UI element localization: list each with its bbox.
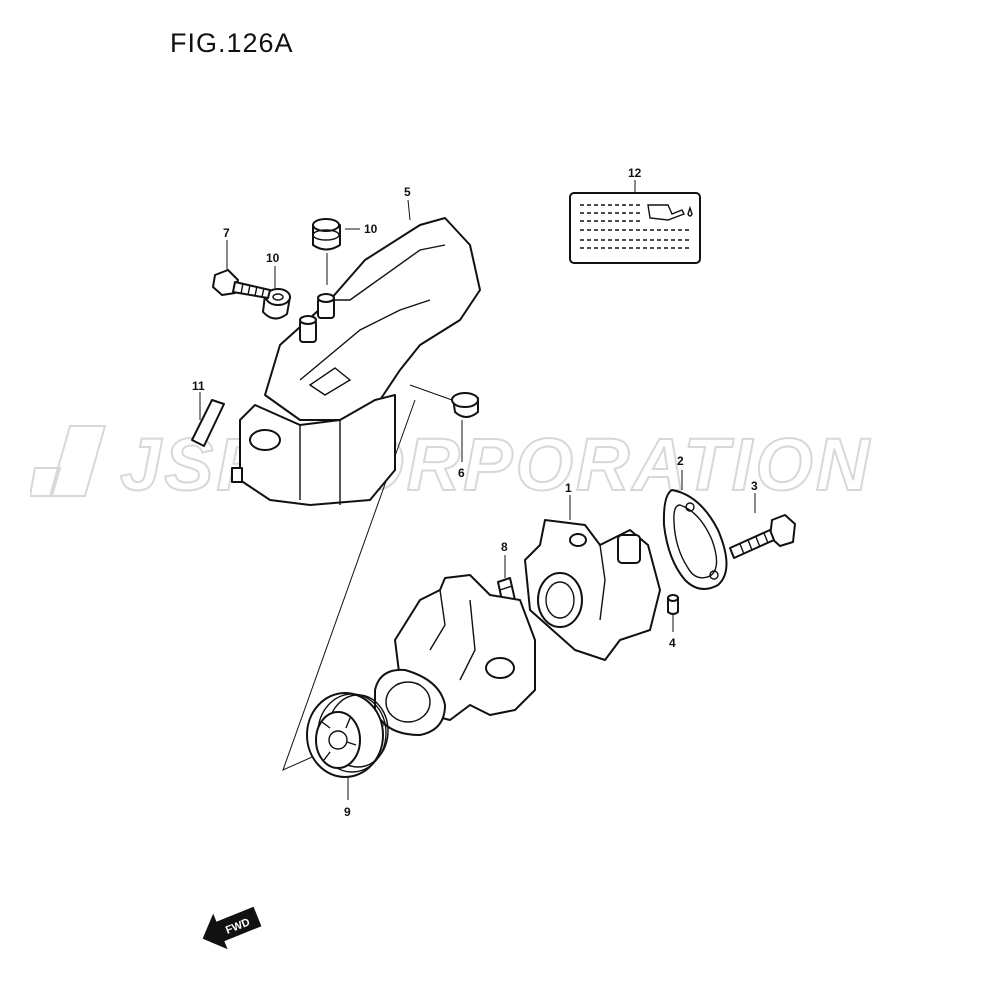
grommet-upper [312, 218, 341, 251]
callout-10-upper: 10 [364, 222, 378, 236]
callout-9: 9 [344, 805, 351, 819]
callout-12: 12 [628, 166, 642, 180]
leader-6 [409, 384, 453, 401]
callout-8: 8 [501, 540, 508, 554]
callout-1: 1 [565, 481, 572, 495]
fwd-arrow-icon: FWD [202, 906, 262, 950]
dowel-pin-4 [667, 594, 679, 615]
grommet-lower [262, 288, 291, 320]
figure-title: FIG.126A [170, 28, 294, 58]
callout-7: 7 [223, 226, 230, 240]
caution-label-12 [569, 192, 701, 264]
callout-4: 4 [669, 636, 676, 650]
callout-2: 2 [677, 454, 684, 468]
bolt-part-3 [729, 514, 796, 559]
gasket-part-2 [662, 489, 728, 590]
cap-part-6 [451, 392, 479, 418]
reservoir-tank [231, 217, 481, 506]
callout-6: 6 [458, 466, 465, 480]
housing-part-1 [524, 519, 661, 661]
pulley-part-9 [306, 692, 389, 778]
water-pump-body [374, 574, 536, 736]
callout-11: 11 [192, 379, 205, 393]
label-plate-11 [191, 399, 225, 447]
callout-3: 3 [751, 479, 758, 493]
callout-10-lower: 10 [266, 251, 280, 265]
bolt-part-7 [212, 269, 271, 299]
leader-5 [407, 199, 411, 221]
watermark-logo-mark [30, 425, 107, 497]
callout-5: 5 [404, 185, 411, 199]
